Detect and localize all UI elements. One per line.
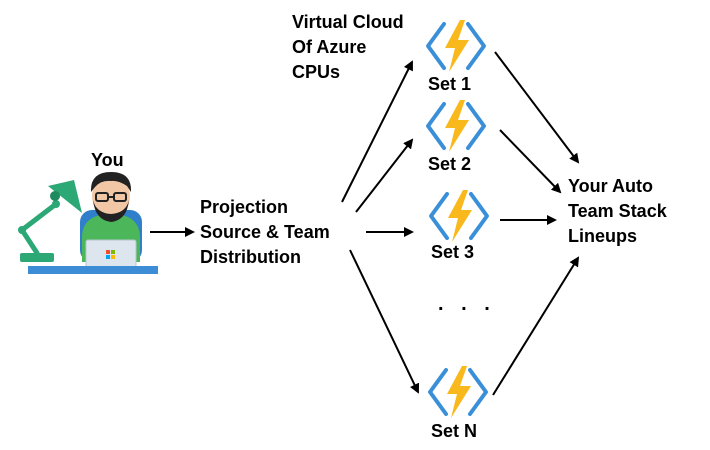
desk-lamp-icon (18, 180, 82, 262)
azure-functions-icon (426, 20, 486, 72)
set-3-label: Set 3 (431, 242, 475, 262)
output-label-line-2: Team Stack (568, 201, 667, 221)
set-n-label: Set N (431, 421, 478, 441)
azure-functions-icon-set-1 (424, 20, 488, 72)
arrow-distribution-to-set-1 (341, 60, 413, 203)
arrow-distribution-to-set-2 (355, 138, 414, 213)
arrow-set-2-to-output (499, 129, 562, 194)
cloud-label-line-3: CPUs (292, 62, 341, 82)
azure-functions-icon (428, 366, 488, 418)
cloud-label-line-2: Of Azure (292, 37, 367, 57)
output-label: Your Auto Team Stack Lineups (568, 174, 667, 249)
arrow-distribution-to-set-n (349, 249, 420, 394)
distribution-label: Projection Source & Team Distribution (200, 195, 330, 270)
arrow-set-1-to-output (494, 51, 580, 164)
distribution-label-line-1: Projection (200, 197, 289, 217)
set-1-label: Set 1 (428, 74, 472, 94)
azure-functions-icon (429, 190, 489, 242)
distribution-label-line-3: Distribution (200, 247, 301, 267)
distribution-label-line-2: Source & Team (200, 222, 330, 242)
azure-functions-icon (426, 100, 486, 152)
laptop-icon (85, 239, 137, 269)
azure-functions-icon-set-2 (424, 100, 488, 152)
flow-arrows (150, 51, 580, 396)
cloud-label: Virtual Cloud Of Azure CPUs (292, 10, 404, 85)
person-head (90, 172, 132, 222)
cloud-label-line-1: Virtual Cloud (292, 12, 404, 32)
output-label-line-1: Your Auto (568, 176, 653, 196)
azure-functions-icon-set-3 (427, 190, 491, 242)
you-label: You (91, 150, 124, 170)
set-2-label: Set 2 (428, 154, 472, 174)
azure-functions-icon-set-n (426, 366, 490, 418)
arrow-set-n-to-output (492, 256, 580, 396)
desk (28, 266, 158, 274)
output-label-line-3: Lineups (568, 226, 638, 246)
person-at-desk-illustration (18, 172, 158, 274)
ellipsis: . . . (438, 293, 496, 315)
